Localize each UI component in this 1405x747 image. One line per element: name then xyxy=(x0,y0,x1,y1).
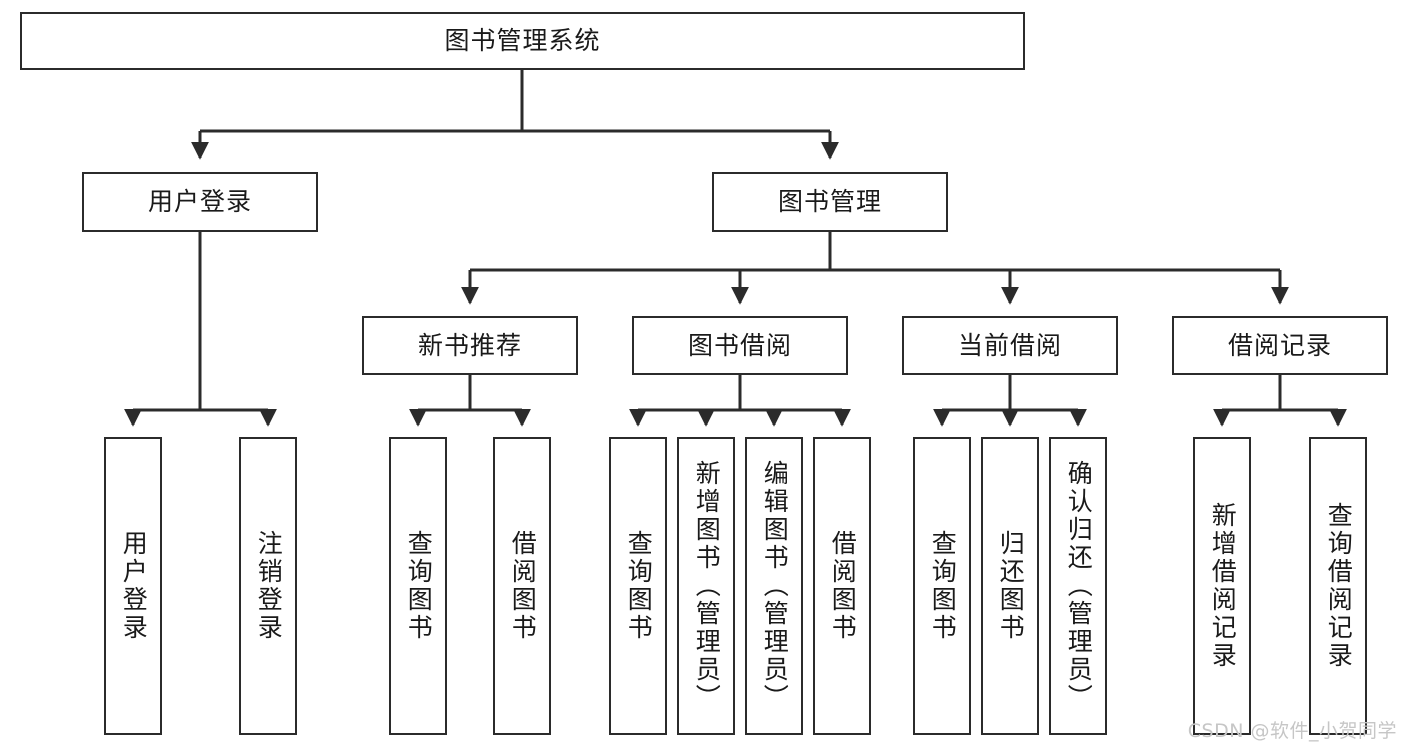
node-label: 查询借阅记录 xyxy=(1324,502,1354,670)
leaf-currentborrow-query-book[interactable]: 查询图书 xyxy=(913,437,971,735)
node-label: 借阅记录 xyxy=(1227,330,1332,360)
node-label: 查询图书 xyxy=(404,530,434,642)
node-label: 新增借阅记录 xyxy=(1208,502,1238,670)
node-label: 确认归还（管理员） xyxy=(1064,460,1094,712)
leaf-bookborrow-query-book[interactable]: 查询图书 xyxy=(609,437,667,735)
node-user-login[interactable]: 用户登录 xyxy=(82,172,318,232)
node-root-book-management-system[interactable]: 图书管理系统 xyxy=(20,12,1025,70)
leaf-currentborrow-return-book[interactable]: 归还图书 xyxy=(981,437,1039,735)
leaf-newbook-borrow-book[interactable]: 借阅图书 xyxy=(493,437,551,735)
node-label: 图书管理 xyxy=(777,187,882,217)
leaf-borrowrecord-add-record[interactable]: 新增借阅记录 xyxy=(1193,437,1251,735)
leaf-newbook-query-book[interactable]: 查询图书 xyxy=(389,437,447,735)
node-label: 图书借阅 xyxy=(687,330,792,360)
node-label: 编辑图书（管理员） xyxy=(760,460,790,712)
node-book-management[interactable]: 图书管理 xyxy=(712,172,948,232)
leaf-currentborrow-confirm-return-admin[interactable]: 确认归还（管理员） xyxy=(1049,437,1107,735)
node-label: 用户登录 xyxy=(119,530,149,642)
node-label: 查询图书 xyxy=(624,530,654,642)
node-label: 新增图书（管理员） xyxy=(692,460,722,712)
leaf-bookborrow-borrow-book[interactable]: 借阅图书 xyxy=(813,437,871,735)
node-label: 用户登录 xyxy=(147,187,252,217)
leaf-logout[interactable]: 注销登录 xyxy=(239,437,297,735)
node-label: 新书推荐 xyxy=(417,330,522,360)
node-new-book-recommendation[interactable]: 新书推荐 xyxy=(362,316,578,375)
node-label: 当前借阅 xyxy=(957,330,1062,360)
leaf-bookborrow-add-book-admin[interactable]: 新增图书（管理员） xyxy=(677,437,735,735)
node-borrowing-records[interactable]: 借阅记录 xyxy=(1172,316,1388,375)
node-label: 借阅图书 xyxy=(828,530,858,642)
node-label: 查询图书 xyxy=(928,530,958,642)
leaf-user-login[interactable]: 用户登录 xyxy=(104,437,162,735)
node-book-borrowing[interactable]: 图书借阅 xyxy=(632,316,848,375)
node-label: 图书管理系统 xyxy=(444,26,601,56)
node-label: 归还图书 xyxy=(996,530,1026,642)
node-label: 借阅图书 xyxy=(508,530,538,642)
leaf-bookborrow-edit-book-admin[interactable]: 编辑图书（管理员） xyxy=(745,437,803,735)
node-label: 注销登录 xyxy=(254,530,284,642)
leaf-borrowrecord-query-record[interactable]: 查询借阅记录 xyxy=(1309,437,1367,735)
node-current-borrowing[interactable]: 当前借阅 xyxy=(902,316,1118,375)
